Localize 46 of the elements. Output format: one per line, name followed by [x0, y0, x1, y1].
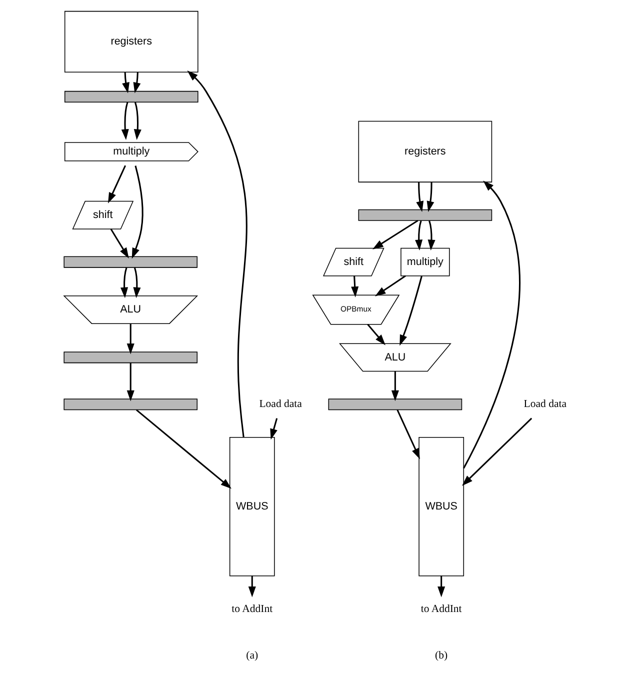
- node-text: Load data: [524, 398, 567, 410]
- arrow: [438, 576, 446, 598]
- node-box: WBUS: [418, 437, 464, 576]
- arrow: [351, 276, 359, 298]
- arrow: [372, 220, 418, 250]
- arrow: [400, 276, 422, 346]
- node-text: Load data: [259, 398, 302, 410]
- node-box: WBUS: [229, 437, 275, 576]
- arrow: [110, 228, 129, 258]
- node-box: registers: [64, 10, 198, 72]
- arrow: [187, 70, 248, 438]
- arrow: [462, 418, 532, 486]
- arrow: [391, 371, 399, 402]
- node-text: to AddInt: [232, 602, 273, 615]
- node-bar: [64, 90, 198, 102]
- arrow: [136, 409, 232, 489]
- arrow: [248, 576, 256, 598]
- arrow: [463, 180, 520, 469]
- node-bar: [328, 398, 462, 410]
- node-bar: [64, 352, 198, 364]
- node-text: to AddInt: [420, 602, 462, 615]
- node-bar: [64, 256, 198, 268]
- arrow: [132, 166, 144, 259]
- node-bar: [358, 209, 492, 221]
- arrow: [134, 102, 142, 140]
- arrow: [133, 72, 141, 94]
- arrow: [426, 182, 434, 212]
- arrow: [415, 220, 423, 251]
- arrow: [428, 220, 436, 251]
- arrow: [416, 182, 424, 212]
- arrow: [126, 324, 134, 354]
- label: (a): [246, 650, 258, 662]
- arrow: [126, 363, 134, 402]
- arrow: [367, 324, 386, 346]
- arrow: [133, 268, 141, 298]
- arrow: [270, 418, 278, 440]
- node-box: registers: [358, 120, 492, 182]
- arrow: [122, 72, 130, 94]
- arrow: [121, 102, 129, 140]
- node-box: multiply: [400, 248, 450, 276]
- arrow: [120, 268, 128, 298]
- label: (b): [435, 650, 448, 662]
- arrow: [374, 275, 406, 296]
- node-bar: [64, 398, 198, 410]
- arrow: [108, 165, 126, 204]
- arrow: [396, 410, 420, 460]
